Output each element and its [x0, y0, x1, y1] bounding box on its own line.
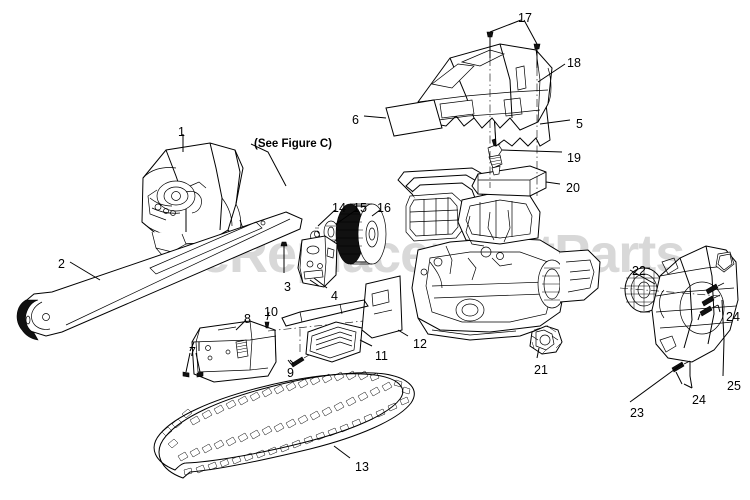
callout-starter-pulley[interactable]: 22	[632, 264, 646, 278]
part-saw-chain[interactable]	[153, 370, 415, 479]
part-front-handle-assembly[interactable]	[141, 142, 245, 256]
callout-spark-plug[interactable]: 19	[567, 151, 581, 165]
part-decal[interactable]	[385, 99, 443, 137]
part-cover-screws[interactable]	[486, 31, 541, 196]
callout-starter-housing[interactable]: 23	[630, 406, 644, 420]
part-engine-powerhead[interactable]	[397, 167, 601, 341]
callout-heat-shield[interactable]: 11	[375, 349, 388, 363]
callout-screw[interactable]: 9	[287, 366, 294, 380]
part-starter-pulley[interactable]	[624, 267, 664, 313]
callout-clutch-assembly[interactable]: 21	[534, 363, 548, 377]
part-starter-housing[interactable]	[651, 245, 739, 363]
callout-e-clip[interactable]: 14	[332, 201, 346, 215]
callout-baffle[interactable]: 5	[576, 117, 583, 131]
leader-lines	[69, 19, 725, 459]
diagram-note-0: (See Figure C)	[254, 138, 332, 150]
part-clutch-assembly[interactable]	[529, 325, 563, 355]
callout-screw[interactable]: 25	[727, 379, 741, 393]
part-clutch-drum-group[interactable]	[310, 203, 387, 265]
callout-screws[interactable]: 7	[189, 345, 196, 359]
part-heat-shield[interactable]	[305, 321, 363, 363]
callout-saw-chain[interactable]: 13	[355, 460, 369, 474]
callout-screw[interactable]: 3	[284, 280, 291, 294]
callout-engine-cover[interactable]: 18	[567, 56, 581, 70]
callout-gasket[interactable]: 12	[413, 337, 427, 351]
callout-screw[interactable]: 24	[692, 393, 706, 407]
part-gasket-plate[interactable]	[281, 275, 403, 339]
callout-screw[interactable]: 24	[726, 310, 740, 324]
part-air-filter[interactable]	[471, 165, 547, 197]
callout-clutch-drum-sprocket[interactable]: 16	[377, 201, 391, 215]
callout-oil-pump[interactable]: 4	[331, 289, 338, 303]
part-muffler-group[interactable]	[182, 317, 393, 383]
callout-guide-bar[interactable]: 2	[58, 257, 65, 271]
callout-screw[interactable]: 10	[264, 305, 278, 319]
part-guide-bar[interactable]	[16, 211, 303, 341]
callout-front-handle-brake-assembly[interactable]: 1	[178, 125, 185, 139]
callout-air-filter[interactable]: 20	[566, 181, 580, 195]
part-spark-plug[interactable]	[487, 137, 503, 176]
callout-decal[interactable]: 6	[352, 113, 359, 127]
part-oil-pump-group[interactable]	[280, 235, 338, 288]
callout-muffler[interactable]: 8	[244, 312, 251, 326]
callout-screws[interactable]: 17	[518, 11, 532, 25]
callout-washer[interactable]: 15	[353, 201, 367, 215]
